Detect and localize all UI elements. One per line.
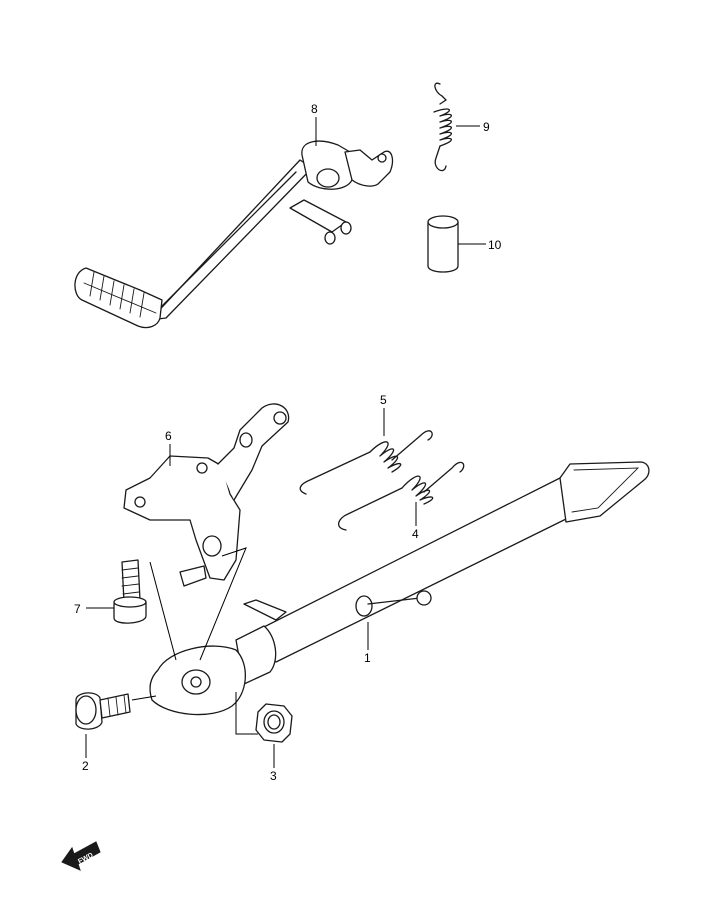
callout-7: 7 (74, 602, 81, 616)
callout-2: 2 (82, 759, 89, 773)
bolt-7 (113, 559, 147, 624)
callout-leaders (85, 117, 486, 768)
callout-10: 10 (488, 238, 502, 252)
callout-1: 1 (364, 651, 371, 665)
callout-5: 5 (380, 393, 387, 407)
callout-9: 9 (483, 120, 490, 134)
forward-arrow-icon: FWD (61, 841, 101, 871)
spring-5 (299, 430, 433, 495)
sidestand-bracket (123, 403, 290, 587)
callout-6: 6 (165, 429, 172, 443)
callout-8: 8 (311, 102, 318, 116)
assembly-lines (131, 547, 258, 735)
callout-4: 4 (412, 527, 419, 541)
pivot-bolt-2 (75, 692, 131, 730)
brake-pedal (74, 140, 394, 329)
nut-3 (255, 703, 293, 743)
spring-4 (338, 461, 465, 531)
side-stand (149, 461, 650, 716)
spring-9 (433, 82, 452, 172)
sleeve-10 (427, 215, 459, 273)
callout-3: 3 (270, 769, 277, 783)
